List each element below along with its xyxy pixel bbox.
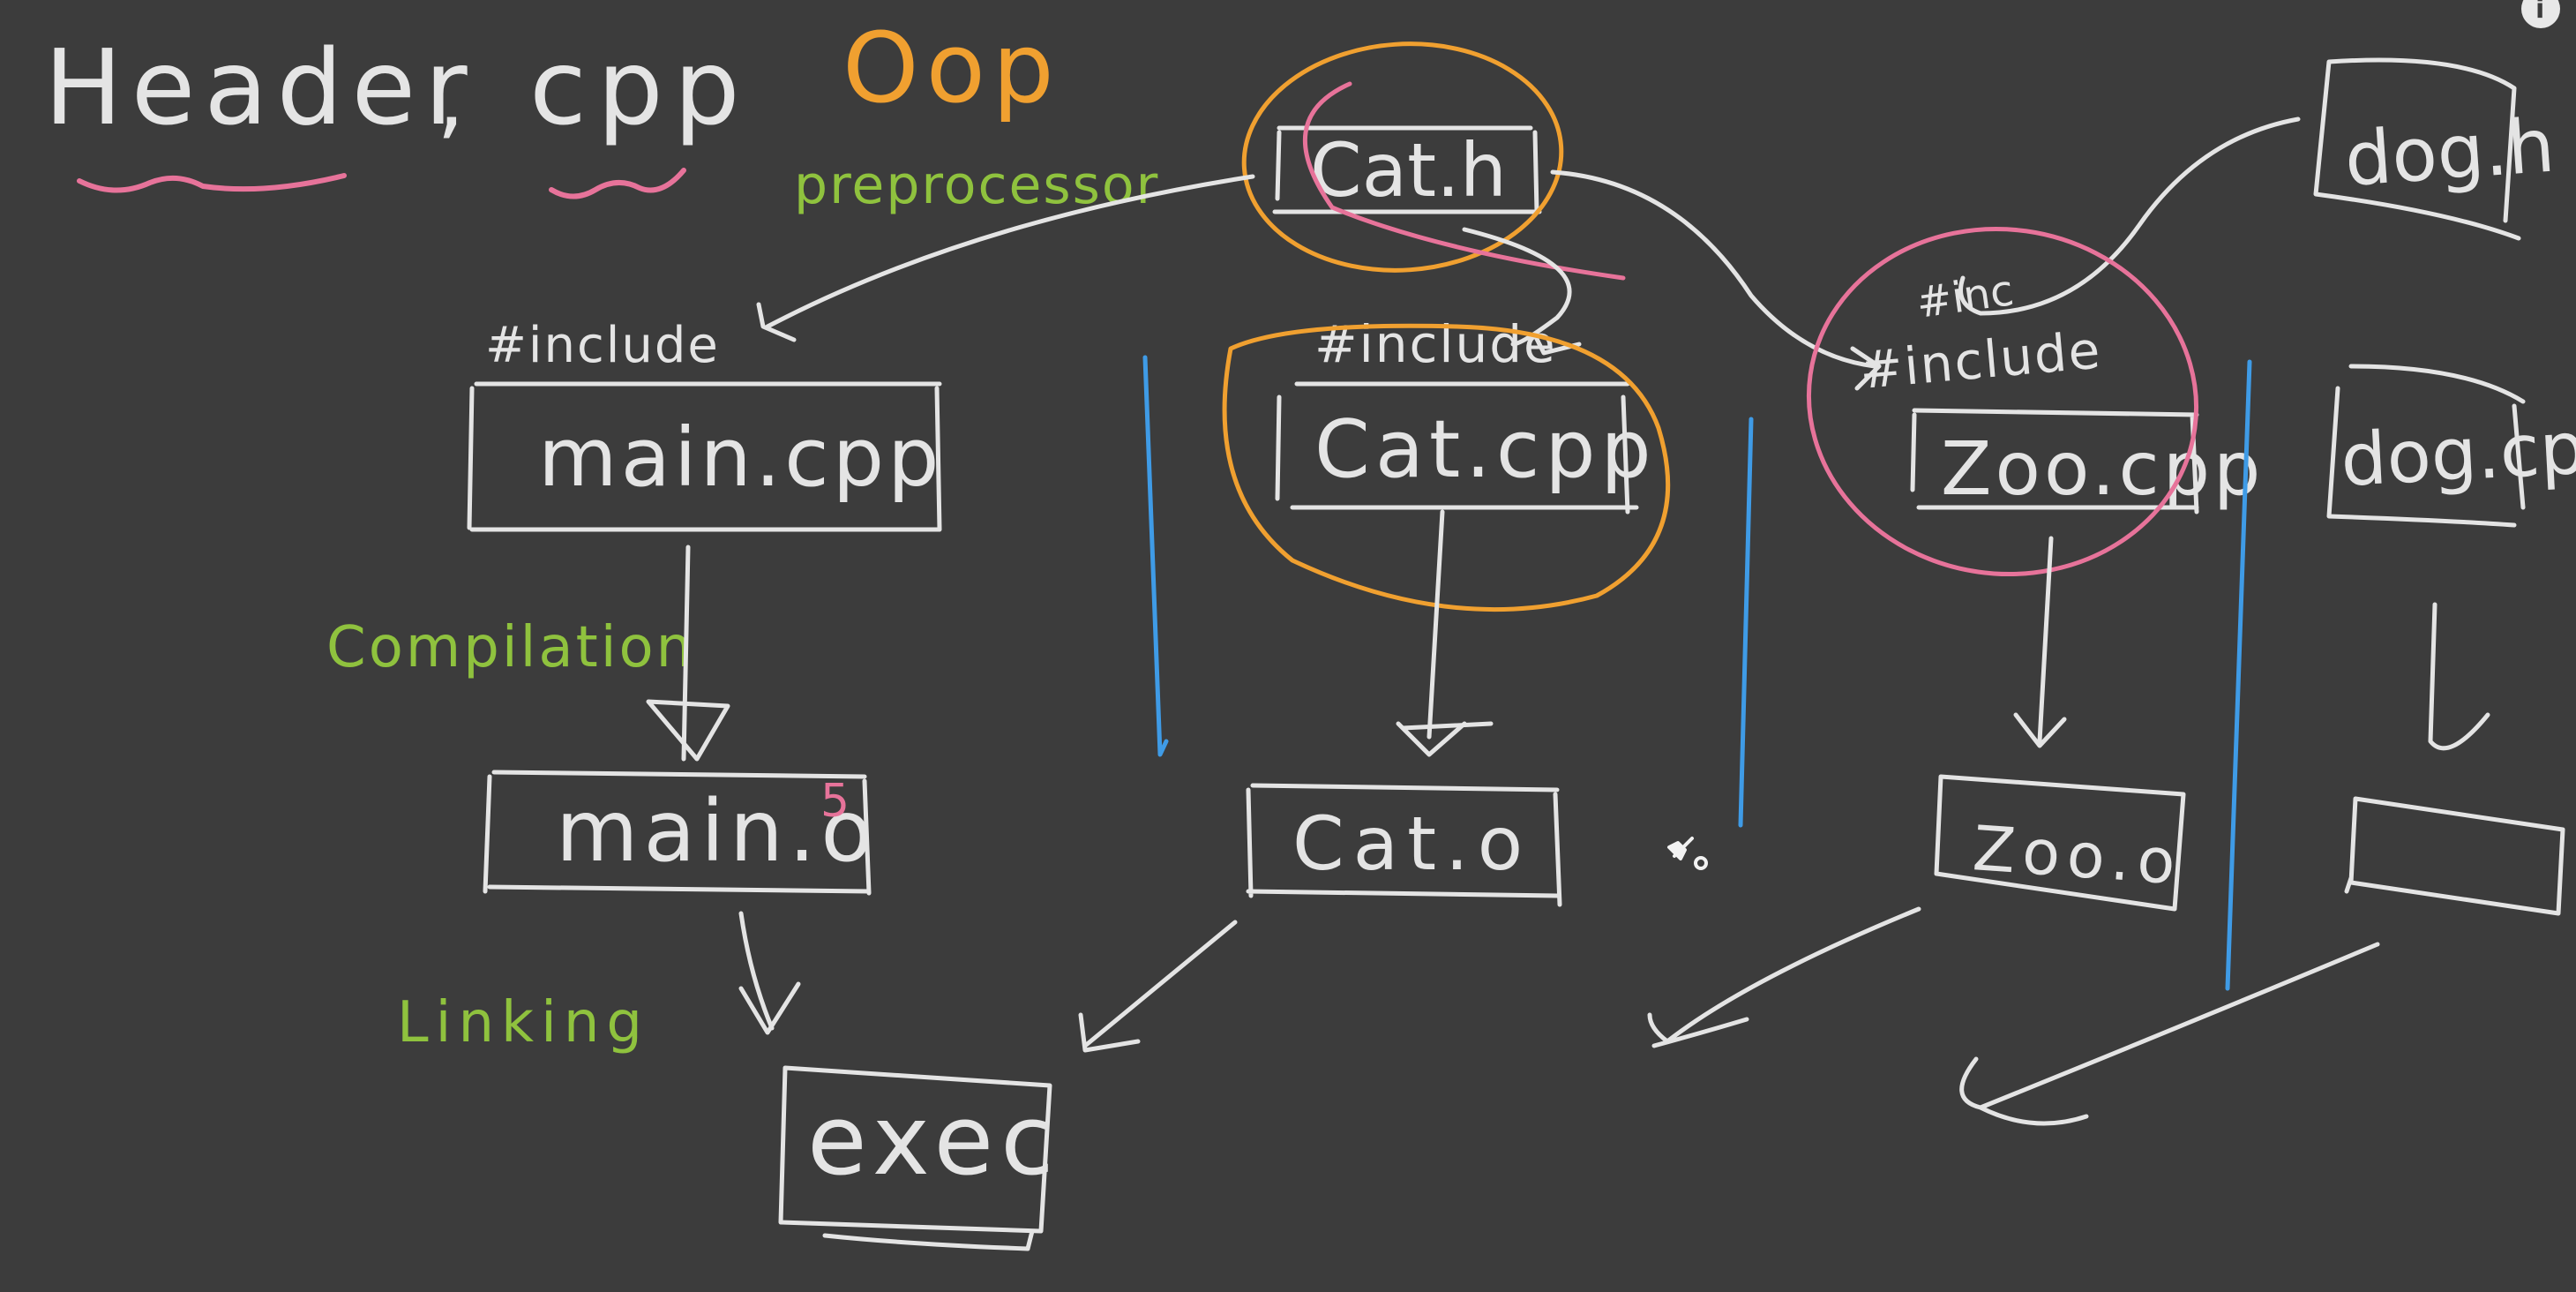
file-zoo-cpp: Zoo.cpp (1910, 408, 2264, 515)
pink-strike-cat-h (1302, 81, 1626, 281)
arrow-dog-o-to-exec (1959, 942, 2380, 1126)
arrow-cat-cpp-to-o (1396, 509, 1494, 757)
file-main-o-label: main.o (556, 782, 878, 881)
arrow-cat-h-to-cat-cpp (1462, 227, 1582, 356)
file-dog-h-label: dog.h (2342, 102, 2557, 203)
file-cat-o-label: Cat.o (1292, 800, 1531, 887)
arrow-cat-h-to-zoo (1550, 169, 1882, 391)
arrow-dog-cpp-to-o (2428, 602, 2490, 751)
arrow-zoo-cpp-to-o (2013, 536, 2067, 748)
exec-box: exec (778, 1065, 1061, 1251)
separator-blue-3 (2225, 359, 2252, 991)
orange-circle-cat-h (1241, 41, 1564, 273)
separator-blue-2 (1738, 417, 1754, 828)
title-header: Header (44, 26, 476, 148)
info-icon-glyph: i (2535, 0, 2544, 25)
label-include-main: #include (485, 317, 720, 374)
title-comma: , (437, 46, 465, 149)
file-zoo-o: Zoo.o (1934, 774, 2186, 912)
file-zoo-o-label: Zoo.o (1971, 812, 2185, 898)
separator-blue-1 (1142, 355, 1169, 757)
arrow-zoo-o-to-exec (1647, 906, 1921, 1048)
main-o-mark: 5 (820, 775, 850, 828)
exec-label: exec (807, 1084, 1061, 1197)
file-main-cpp-label: main.cpp (538, 410, 943, 505)
arrow-cat-o-to-exec (1078, 920, 1238, 1053)
label-compilation: Compilation (326, 615, 694, 680)
info-icon[interactable]: i (2521, 0, 2560, 28)
file-main-cpp: main.cpp (467, 381, 943, 532)
arrow-main-o-to-exec (738, 911, 801, 1035)
file-cat-cpp: Cat.cpp (1275, 381, 1657, 515)
file-zoo-cpp-label: Zoo.cpp (1941, 425, 2264, 512)
title-oop: Oop (842, 11, 1061, 124)
file-cat-h-label: Cat.h (1310, 127, 1507, 214)
label-include-cat: #include (1314, 314, 1557, 374)
underline-cpp (549, 168, 686, 199)
file-cat-h: Cat.h (1272, 125, 1542, 214)
file-dog-cpp: dog.cpp (2326, 364, 2576, 528)
orange-circle-cat-cpp (1222, 323, 1671, 612)
title-cpp: cpp (529, 26, 751, 148)
label-include-zoo: #include (1857, 319, 2104, 401)
file-dog-cpp-label: dog.cpp (2339, 404, 2576, 503)
file-cat-cpp-label: Cat.cpp (1314, 403, 1657, 496)
pink-circle-zoo (1806, 226, 2199, 577)
label-linking: Linking (397, 990, 649, 1055)
underline-header (77, 173, 347, 193)
file-cat-o: Cat.o (1246, 783, 1562, 907)
file-main-o: main.o 5 (483, 770, 878, 896)
file-dog-o (2344, 796, 2565, 916)
file-dog-h: dog.h (2313, 57, 2557, 241)
label-include-zoo-scribble: #inc (1913, 266, 2017, 328)
paint-brush-icon (1667, 837, 1708, 870)
arrow-main-cpp-to-o (646, 545, 730, 762)
arrow-cat-h-to-main (756, 174, 1255, 342)
